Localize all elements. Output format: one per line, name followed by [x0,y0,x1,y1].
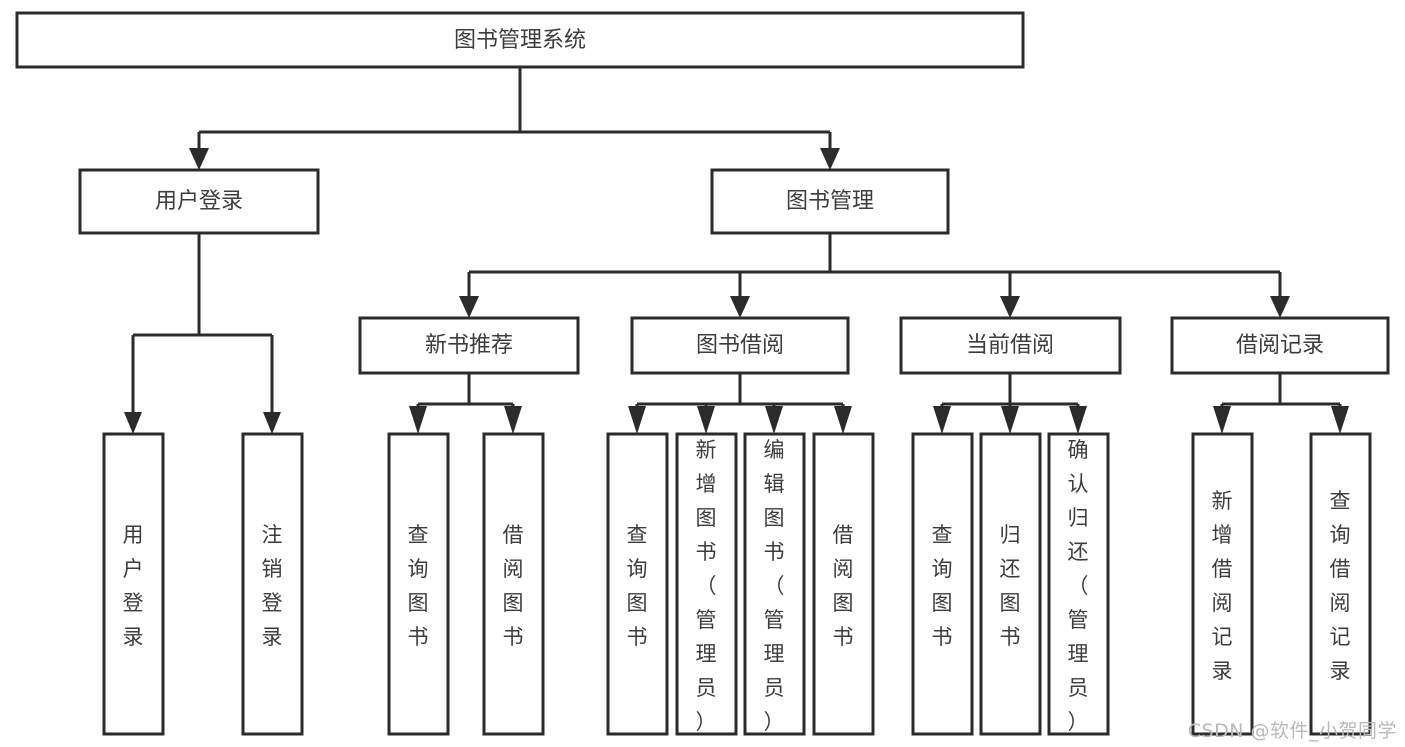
arrow-head-leaf-borrow-record-1 [1213,406,1231,434]
arrow-head-new-book [459,296,479,318]
arrow-head-leaf-book-borrow-3 [765,406,783,434]
node-leaf-borrow-query-label: 查询图书 [627,523,648,649]
node-leaf-record-query[interactable]: 查询借阅记录 [1309,432,1372,736]
arrow-head-leaf-book-borrow-2 [697,406,715,434]
node-leaf-borrow-edit-label: 编辑图书（管理员） [764,438,785,734]
node-leaf-current-confirm-box[interactable] [1047,432,1110,736]
arrow-head-leaf-book-borrow-1 [628,406,646,434]
node-root[interactable]: 图书管理系统 [15,11,1025,69]
node-book-manage-box[interactable] [710,168,950,235]
arrow-head-borrow-record [1270,296,1290,318]
node-borrow-record[interactable]: 借阅记录 [1170,316,1390,375]
arrow-head-leaf-user-login-1 [124,412,142,434]
node-leaf-current-return[interactable]: 归还图书 [979,432,1042,736]
node-leaf-borrow-edit-box[interactable] [743,432,806,736]
node-new-book-box[interactable] [358,316,580,375]
arrow-head-leaf-user-login-2 [263,412,281,434]
node-leaf-current-query-label: 查询图书 [932,523,953,649]
node-leaf-borrow-add-box[interactable] [675,432,738,736]
node-new-book-label: 新书推荐 [425,333,513,358]
node-leaf-current-confirm[interactable]: 确认归还（管理员） [1047,432,1110,736]
arrow-head-leaf-book-borrow-4 [834,406,852,434]
node-leaf-user-login[interactable]: 用户登录 [102,432,165,736]
node-leaf-borrow-book[interactable]: 借阅图书 [812,432,875,736]
node-leaf-borrow-edit[interactable]: 编辑图书（管理员） [743,432,806,736]
arrow-head-current-borrow [1000,296,1020,318]
node-leaf-newbook-borrow-box[interactable] [482,432,545,736]
node-leaf-borrow-book-box[interactable] [812,432,875,736]
node-book-borrow[interactable]: 图书借阅 [630,316,850,375]
node-leaf-newbook-query[interactable]: 查询图书 [387,432,450,736]
node-leaf-newbook-query-label: 查询图书 [408,523,429,649]
node-current-borrow-label: 当前借阅 [966,333,1054,358]
node-book-manage[interactable]: 图书管理 [710,168,950,235]
node-leaf-current-return-label: 归还图书 [1000,523,1021,649]
node-leaf-current-return-box[interactable] [979,432,1042,736]
node-leaf-record-query-label: 查询借阅记录 [1330,489,1351,683]
node-leaf-current-query-box[interactable] [911,432,974,736]
node-leaf-logout-label: 注销登录 [262,523,283,649]
node-leaf-user-login-box[interactable] [102,432,165,736]
arrow-head-leaf-new-book-2 [504,406,522,434]
node-leaf-borrow-query-box[interactable] [606,432,669,736]
node-current-borrow-box[interactable] [899,316,1122,375]
node-leaf-user-login-label: 用户登录 [123,523,144,649]
arrow-head-book-borrow [730,296,750,318]
node-current-borrow[interactable]: 当前借阅 [899,316,1122,375]
arrow-head-leaf-new-book-1 [409,406,427,434]
node-leaf-borrow-add-label: 新增图书（管理员） [696,438,717,734]
arrow-head-leaf-current-borrow-1 [933,406,951,434]
node-new-book[interactable]: 新书推荐 [358,316,580,375]
node-book-borrow-box[interactable] [630,316,850,375]
node-borrow-record-box[interactable] [1170,316,1390,375]
arrow-head-leaf-current-borrow-3 [1069,406,1087,434]
node-leaf-newbook-borrow-label: 借阅图书 [503,523,524,649]
arrow-head-leaf-borrow-record-2 [1331,406,1349,434]
arrow-head-leaf-current-borrow-2 [1001,406,1019,434]
node-leaf-record-add-box[interactable] [1191,432,1254,736]
node-leaf-logout-box[interactable] [241,432,304,736]
node-leaf-current-query[interactable]: 查询图书 [911,432,974,736]
node-leaf-borrow-query[interactable]: 查询图书 [606,432,669,736]
connector-layer [124,67,1349,434]
node-root-label: 图书管理系统 [454,28,586,53]
arrow-head-book-manage [820,148,840,170]
node-leaf-record-add-label: 新增借阅记录 [1212,489,1233,683]
node-leaf-record-query-box[interactable] [1309,432,1372,736]
node-book-borrow-label: 图书借阅 [696,333,784,358]
node-leaf-newbook-borrow[interactable]: 借阅图书 [482,432,545,736]
node-book-manage-label: 图书管理 [786,189,874,214]
node-user-login-label: 用户登录 [155,189,243,214]
node-root-box[interactable] [15,11,1025,69]
node-leaf-newbook-query-box[interactable] [387,432,450,736]
node-leaf-record-add[interactable]: 新增借阅记录 [1191,432,1254,736]
node-leaf-current-confirm-label: 确认归还（管理员） [1068,438,1089,734]
node-leaf-logout[interactable]: 注销登录 [241,432,304,736]
arrow-head-user-login [189,148,209,170]
node-leaf-borrow-add[interactable]: 新增图书（管理员） [675,432,738,736]
node-leaf-borrow-book-label: 借阅图书 [833,523,854,649]
node-borrow-record-label: 借阅记录 [1236,333,1324,358]
node-user-login-box[interactable] [78,168,320,235]
node-user-login[interactable]: 用户登录 [78,168,320,235]
